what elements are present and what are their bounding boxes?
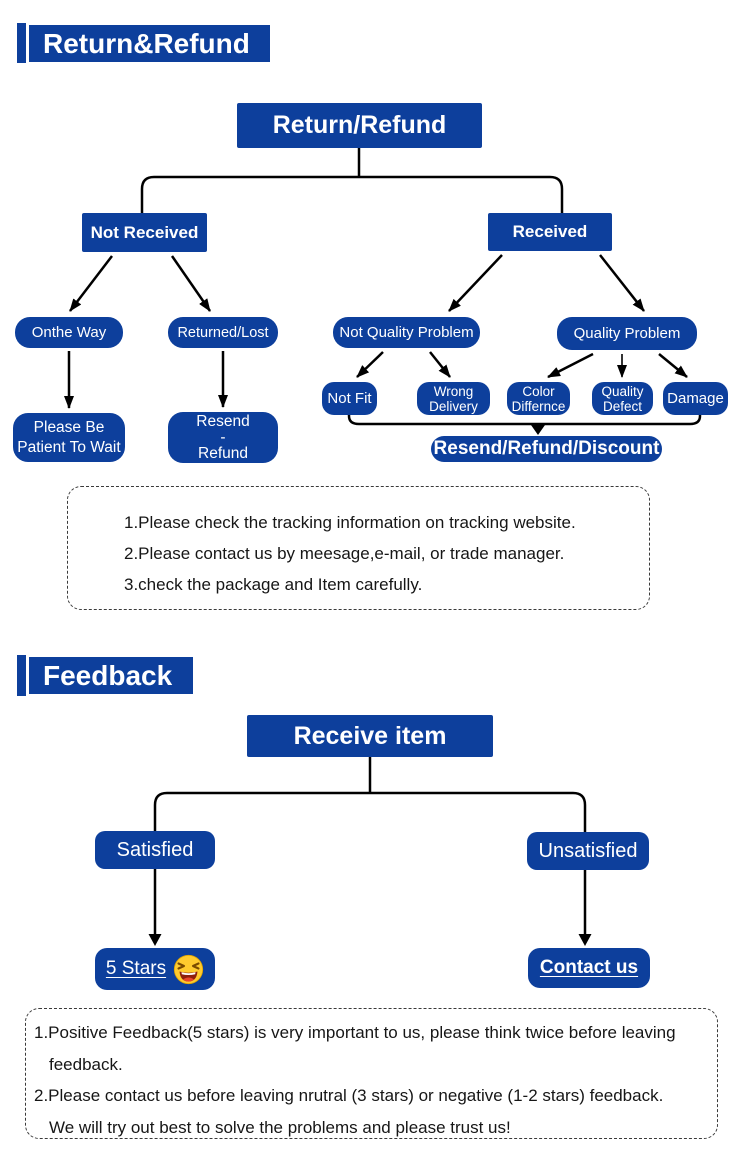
- node-resend-refund: Resend - Refund: [168, 412, 278, 463]
- note-line: 1.Positive Feedback(5 stars) is very imp…: [34, 1023, 676, 1042]
- node-contact-us: Contact us: [528, 948, 650, 988]
- node-not-received: Not Received: [82, 213, 207, 252]
- feedback-notes-box: 1.Positive Feedback(5 stars) is very imp…: [25, 1008, 718, 1139]
- node-not-fit: Not Fit: [322, 382, 377, 415]
- note-line: 1.Please check the tracking information …: [124, 513, 576, 532]
- node-returned-lost: Returned/Lost: [168, 317, 278, 348]
- node-color-differnce: Color Differnce: [507, 382, 570, 415]
- section-title-feedback: Feedback: [29, 657, 193, 694]
- section-accent-bar: [17, 655, 26, 696]
- node-satisfied: Satisfied: [95, 831, 215, 869]
- return-refund-notes-box: 1.Please check the tracking information …: [67, 486, 650, 610]
- contact-us-label: Contact us: [539, 957, 639, 978]
- five-stars-label: 5 Stars: [105, 958, 167, 979]
- note-line: feedback.: [49, 1054, 123, 1074]
- node-unsatisfied: Unsatisfied: [527, 832, 649, 870]
- section-accent-bar: [17, 23, 26, 63]
- note-line: 2.Please contact us before leaving nrutr…: [34, 1086, 664, 1105]
- note-line: 3.check the package and Item carefully.: [124, 575, 423, 594]
- node-return-refund-root: Return/Refund: [237, 103, 482, 148]
- node-resend-refund-discount: Resend/Refund/Discount: [431, 436, 662, 462]
- node-not-quality-problem: Not Quality Problem: [333, 317, 480, 348]
- node-wrong-delivery: Wrong Delivery: [417, 382, 490, 415]
- node-quality-defect: Quality Defect: [592, 382, 653, 415]
- node-received: Received: [488, 213, 612, 251]
- laughing-emoji-icon: [173, 954, 204, 984]
- note-line: We will try out best to solve the proble…: [49, 1117, 511, 1137]
- node-onthe-way: Onthe Way: [15, 317, 123, 348]
- node-please-be-patient: Please Be Patient To Wait: [13, 413, 125, 462]
- note-line: 2.Please contact us by meesage,e-mail, o…: [124, 544, 565, 563]
- node-quality-problem: Quality Problem: [557, 317, 697, 350]
- node-five-stars: 5 Stars: [95, 948, 215, 990]
- node-damage: Damage: [663, 382, 728, 415]
- section-title-return-refund: Return&Refund: [29, 25, 270, 62]
- node-receive-item: Receive item: [247, 715, 493, 757]
